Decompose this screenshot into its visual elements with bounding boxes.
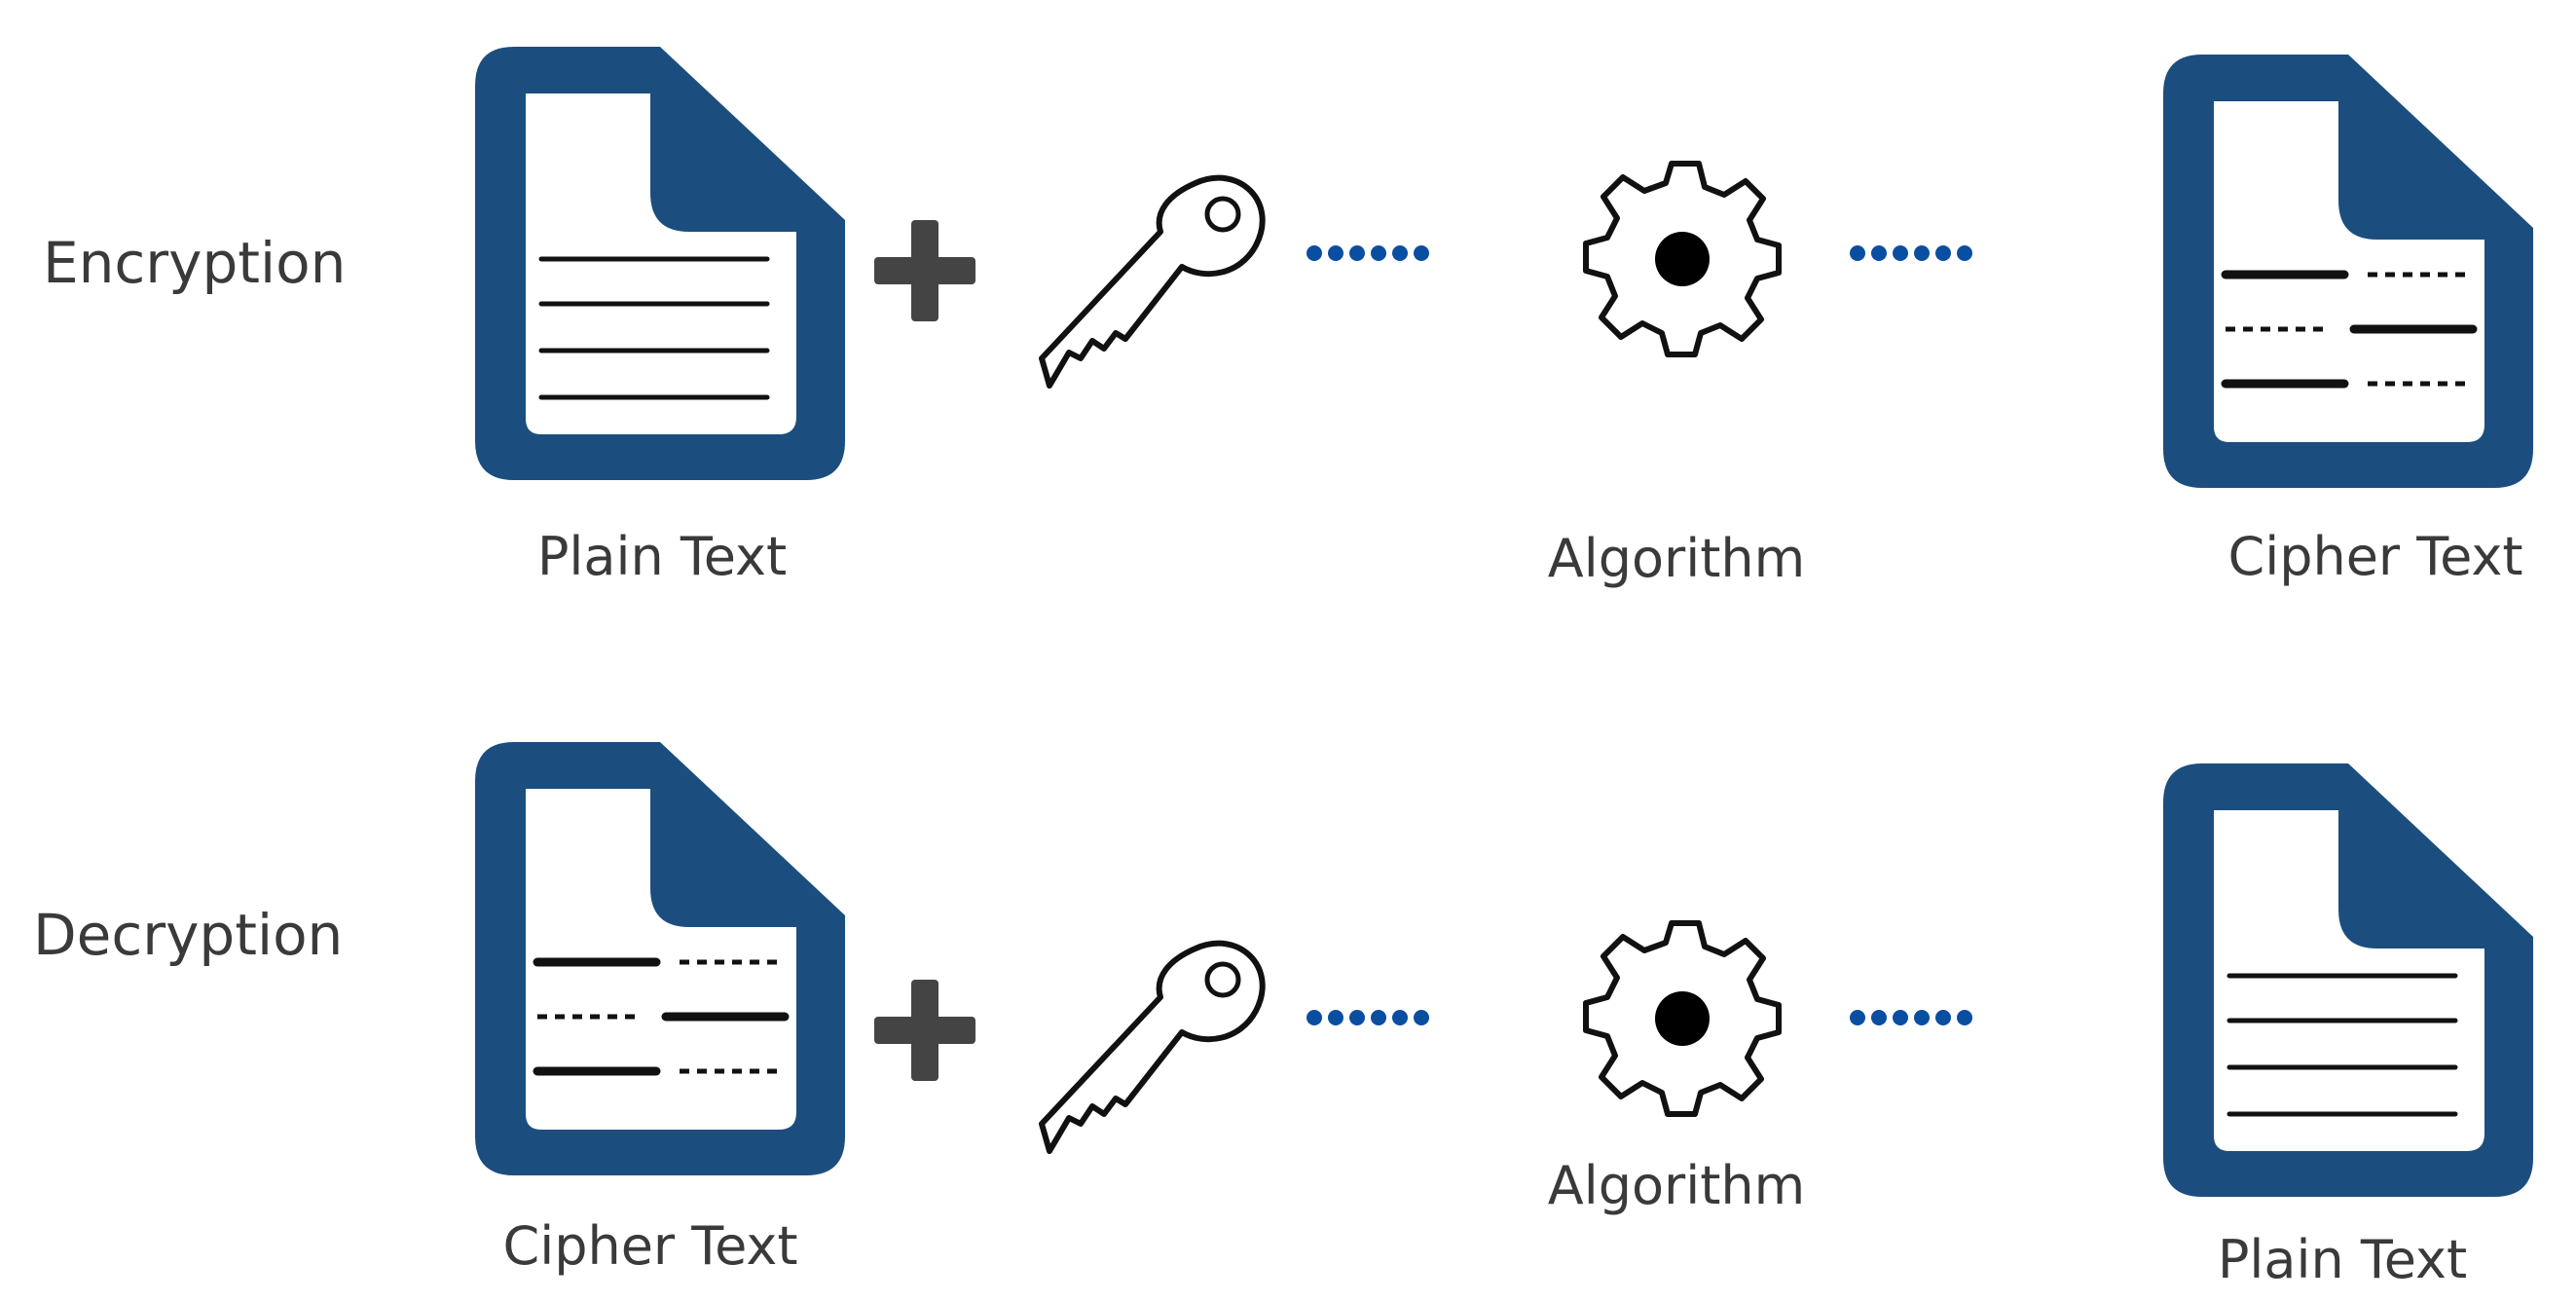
key-icon (1042, 944, 1263, 1151)
decryption-output-label: Plain Text (2218, 1229, 2467, 1290)
dotted-connector-left (1306, 1010, 1429, 1025)
decryption-algorithm-label: Algorithm (1548, 1155, 1805, 1216)
decryption-row-label: Decryption (33, 902, 343, 968)
key-icon (1042, 178, 1263, 386)
encryption-row: Encryption Plain Text Algorithm Cipher T… (43, 47, 2533, 589)
dotted-connector-right (1850, 1010, 1972, 1025)
cipher-text-document-icon (2163, 55, 2533, 488)
plus-icon (874, 980, 975, 1081)
dotted-connector-left (1306, 245, 1429, 261)
plain-text-document-icon (2163, 763, 2533, 1197)
encryption-output-label: Cipher Text (2227, 526, 2522, 587)
encryption-algorithm-label: Algorithm (1548, 528, 1805, 589)
gear-icon (1586, 164, 1779, 354)
decryption-input-label: Cipher Text (502, 1215, 797, 1277)
encryption-row-label: Encryption (43, 230, 346, 296)
cipher-text-document-icon (475, 742, 845, 1175)
gear-icon (1586, 923, 1779, 1114)
encryption-input-label: Plain Text (537, 526, 787, 587)
plain-text-document-icon (475, 47, 845, 480)
decryption-row: Decryption Cipher Text Algorithm Plain T… (33, 742, 2533, 1290)
plus-icon (874, 220, 975, 321)
dotted-connector-right (1850, 245, 1972, 261)
